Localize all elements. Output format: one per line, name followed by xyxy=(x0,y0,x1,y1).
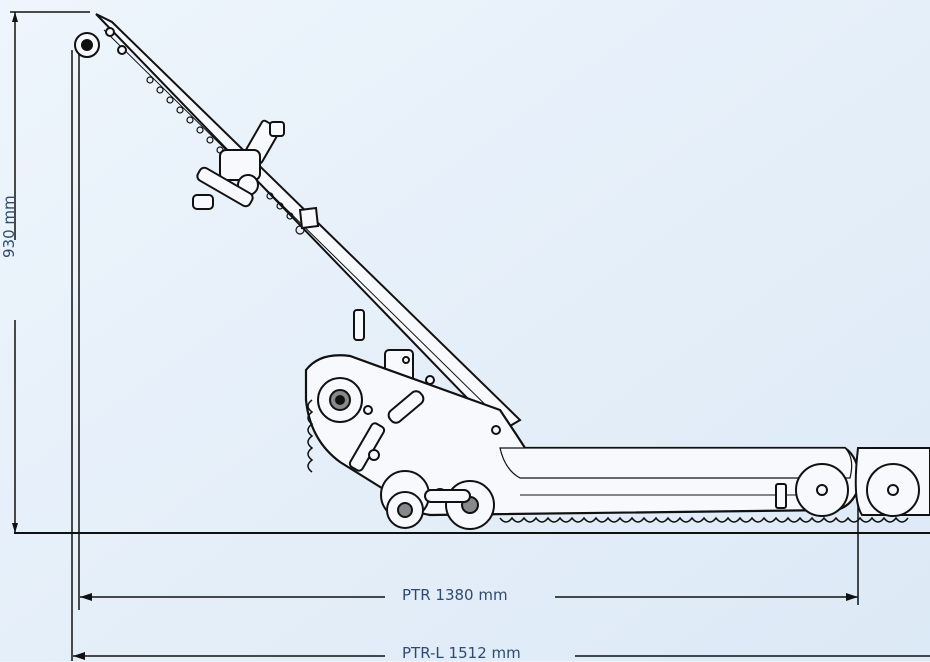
middle-wheel xyxy=(424,480,495,530)
height-dimension xyxy=(10,11,90,533)
ptrl-dimension xyxy=(73,652,930,660)
rear-wheel-2 xyxy=(866,463,920,517)
t-handle xyxy=(192,119,285,210)
rear-wheel-1 xyxy=(795,463,849,517)
arm-holes xyxy=(146,76,305,235)
ptr-dimension xyxy=(80,593,858,601)
support-strut xyxy=(348,390,787,509)
front-upper-wheel xyxy=(317,377,363,423)
ptrl-dimension-label: PTR-L 1512 mm xyxy=(402,644,521,662)
ptr-dimension-label: PTR 1380 mm xyxy=(402,586,508,604)
track-teeth xyxy=(307,399,909,523)
height-dimension-label: 930 mm xyxy=(0,195,18,258)
